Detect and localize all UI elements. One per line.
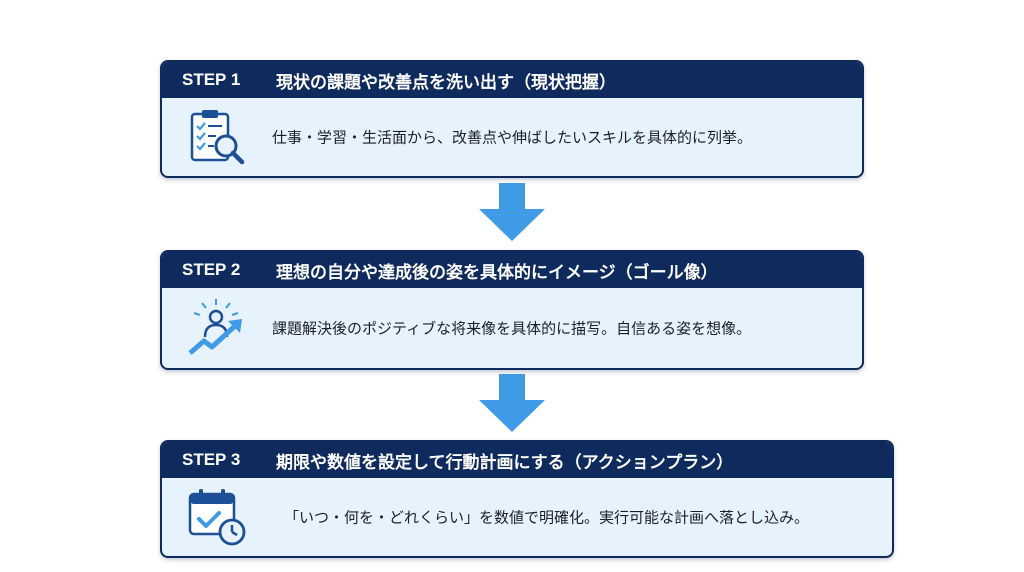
step-3-description: 「いつ・何を・どれくらい」を数値で明確化。実行可能な計画へ落とし込み。	[284, 508, 810, 527]
step-3-body: 「いつ・何を・どれくらい」を数値で明確化。実行可能な計画へ落とし込み。	[162, 478, 892, 556]
step-1-number: STEP 1	[182, 70, 241, 89]
step-1-body: 仕事・学習・生活面から、改善点や伸ばしたいスキルを具体的に列挙。	[162, 98, 862, 176]
step-2-card: STEP 2 理想の自分や達成後の姿を具体的にイメージ（ゴール像） 課題解決後の…	[160, 250, 864, 370]
step-1-title: 現状の課題や改善点を洗い出す（現状把握）	[276, 72, 616, 93]
step-3-title: 期限や数値を設定して行動計画にする（アクションプラン）	[276, 452, 734, 473]
calendar-check-clock-icon	[184, 487, 250, 547]
step-1-card: STEP 1 現状の課題や改善点を洗い出す（現状把握） 仕事・学習・生活	[160, 60, 864, 178]
person-growth-arrow-icon	[184, 298, 250, 358]
step-2-title: 理想の自分や達成後の姿を具体的にイメージ（ゴール像）	[276, 262, 718, 283]
step-2-number: STEP 2	[182, 260, 241, 279]
down-arrow-1	[479, 183, 545, 241]
step-1-header: STEP 1 現状の課題や改善点を洗い出す（現状把握）	[162, 62, 862, 98]
step-3-number: STEP 3	[182, 450, 241, 469]
down-arrow-2	[479, 374, 545, 432]
step-2-description: 課題解決後のポジティブな将来像を具体的に描写。自信ある姿を想像。	[272, 319, 752, 338]
step-1-description: 仕事・学習・生活面から、改善点や伸ばしたいスキルを具体的に列挙。	[272, 128, 753, 147]
step-3-header: STEP 3 期限や数値を設定して行動計画にする（アクションプラン）	[162, 442, 892, 478]
step-3-card: STEP 3 期限や数値を設定して行動計画にする（アクションプラン） 「いつ・何…	[160, 440, 894, 558]
step-2-body: 課題解決後のポジティブな将来像を具体的に描写。自信ある姿を想像。	[162, 288, 862, 368]
step-2-header: STEP 2 理想の自分や達成後の姿を具体的にイメージ（ゴール像）	[162, 252, 862, 288]
clipboard-magnifier-icon	[184, 107, 250, 167]
